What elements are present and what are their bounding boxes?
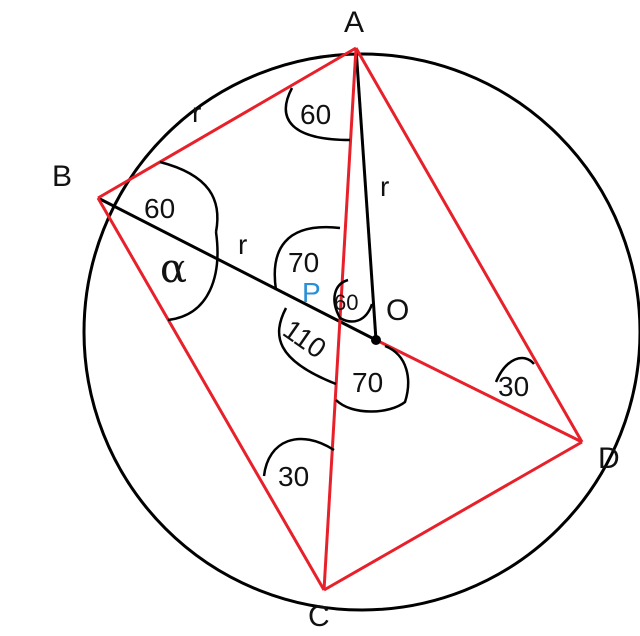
label-angle-apo: 60 [334, 290, 358, 315]
label-point-p: P [302, 277, 321, 308]
segment-ab [97, 46, 357, 200]
label-angle-cpd: 70 [352, 367, 383, 398]
circumcircle [82, 52, 640, 612]
label-angle-abd: 60 [144, 193, 175, 224]
segment-od [375, 338, 583, 444]
segment-bo [97, 196, 377, 342]
label-r-ao: r [380, 171, 389, 202]
segment-ao [354, 47, 378, 341]
label-r-ab: r [192, 97, 201, 128]
label-point-c: C [308, 600, 330, 633]
label-alpha: α [160, 246, 187, 292]
arc-adb [494, 356, 535, 383]
label-point-a: A [344, 6, 364, 39]
center-dot [371, 335, 381, 345]
arc-bac [284, 87, 351, 142]
arc-cpd [335, 344, 410, 413]
label-angle-bpc: 110 [278, 314, 332, 365]
label-point-d: D [598, 442, 620, 475]
segment-bc [96, 197, 326, 591]
arc-bpc [277, 307, 337, 386]
arc-bcp [262, 437, 335, 477]
label-angle-bcp: 30 [278, 461, 309, 492]
label-angle-apb: 70 [288, 247, 319, 278]
segment-cd [323, 440, 583, 592]
label-r-bp: r [238, 229, 247, 260]
arc-apb [273, 225, 341, 291]
label-angle-adb: 30 [498, 371, 529, 402]
angle-arcs [159, 87, 535, 477]
label-point-o: O [386, 294, 409, 327]
label-point-b: B [52, 160, 72, 193]
arc-abd [159, 160, 219, 233]
segment-ad [354, 47, 584, 443]
arc-alpha [167, 231, 219, 322]
label-angle-bac: 60 [300, 99, 331, 130]
arc-apo [333, 278, 374, 323]
